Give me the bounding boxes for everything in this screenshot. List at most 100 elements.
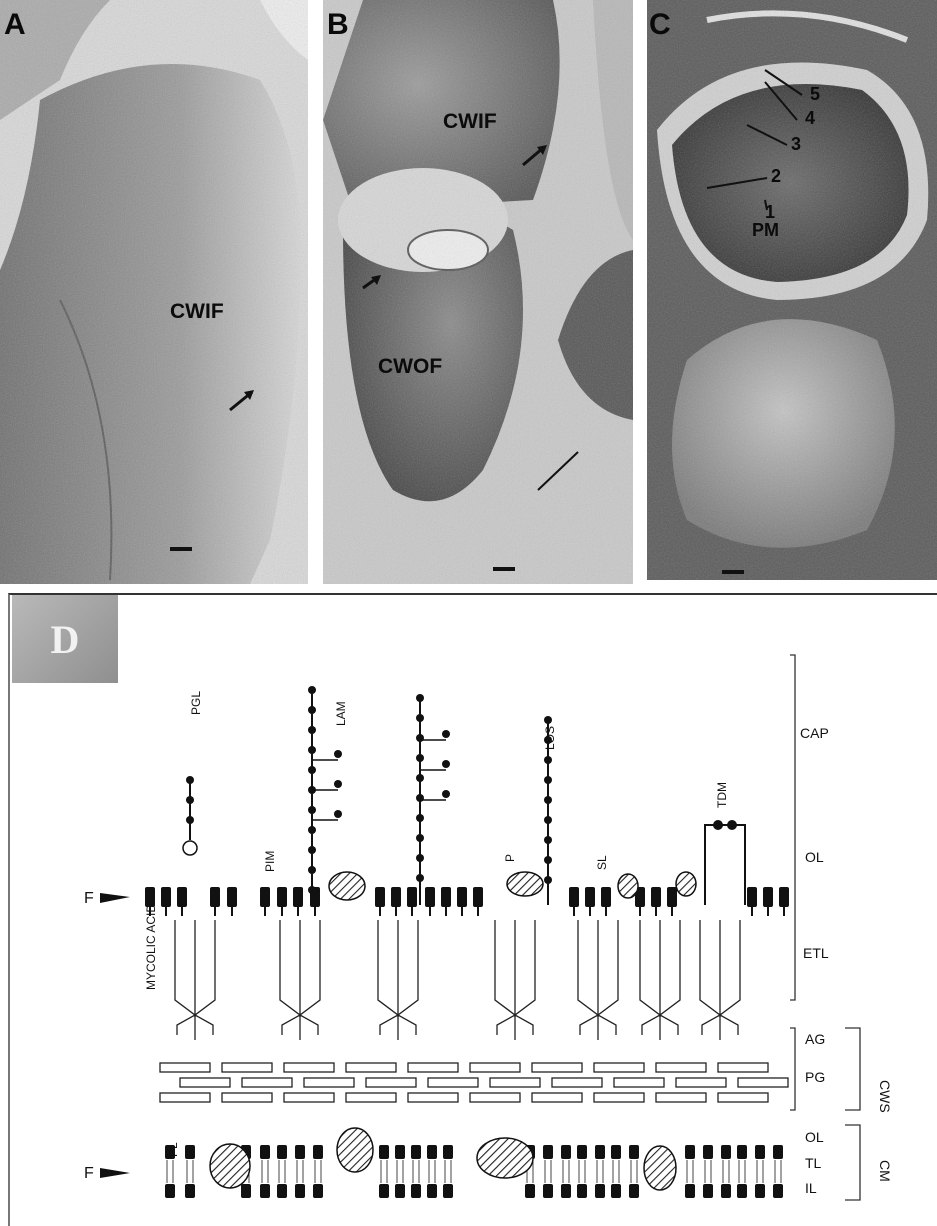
sugar-residue <box>544 856 552 864</box>
sugar-residue <box>416 694 424 702</box>
mycolic-acid-chain <box>640 920 680 1015</box>
peptidoglycan-unit <box>366 1078 416 1087</box>
sugar-residue <box>308 746 316 754</box>
label-pim: PIM <box>263 851 277 872</box>
layer-number-4: 4 <box>805 108 815 129</box>
group-label-cm: CM <box>877 1160 893 1182</box>
lipid-head <box>763 887 773 907</box>
sugar-residue <box>308 866 316 874</box>
membrane-head-outer <box>703 1145 713 1159</box>
protein-blob <box>507 872 543 896</box>
micrograph-a-image <box>0 0 308 584</box>
peptidoglycan-unit <box>552 1078 602 1087</box>
sugar-residue <box>308 846 316 854</box>
peptidoglycan-unit <box>408 1093 458 1102</box>
membrane-head-inner <box>737 1184 747 1198</box>
membrane-head-inner <box>595 1184 605 1198</box>
lipid-head <box>375 887 385 907</box>
membrane-head-inner <box>295 1184 305 1198</box>
membrane-protein <box>644 1146 676 1190</box>
membrane-head-inner <box>277 1184 287 1198</box>
membrane-head-outer <box>561 1145 571 1159</box>
cell-envelope-diagram: CAP OL ETL AG PG OL TL IL CWS CM PGL PIM… <box>0 593 937 1226</box>
micrograph-panel-a: A CWIF <box>0 0 308 584</box>
layer-number-2: 2 <box>771 166 781 187</box>
membrane-tail <box>429 1160 435 1183</box>
fracture-arrow-lower <box>100 1168 130 1178</box>
sugar-residue <box>544 756 552 764</box>
membrane-head-outer <box>737 1145 747 1159</box>
membrane-head-inner <box>755 1184 765 1198</box>
tdm-trehalose <box>713 820 723 830</box>
membrane-head-outer <box>411 1145 421 1159</box>
peptidoglycan-unit <box>594 1093 644 1102</box>
peptidoglycan-unit <box>470 1063 520 1072</box>
sugar-residue <box>416 874 424 882</box>
membrane-tail <box>262 1160 268 1183</box>
sugar-residue <box>544 816 552 824</box>
arabinogalactan-branch <box>580 1015 616 1040</box>
sugar-residue <box>544 796 552 804</box>
sugar-residue <box>186 816 194 824</box>
sugar-residue <box>308 826 316 834</box>
membrane-tail <box>705 1160 711 1183</box>
membrane-tail <box>297 1160 303 1183</box>
layer-label-pg: PG <box>805 1069 825 1085</box>
lipid-head <box>210 887 220 907</box>
layer-label-cap: CAP <box>800 725 829 741</box>
cm-bracket <box>845 1125 860 1200</box>
lipid-head <box>667 887 677 907</box>
arabinogalactan-branch <box>380 1015 416 1040</box>
mycolic-acid-chain <box>578 920 618 1015</box>
membrane-head-inner <box>561 1184 571 1198</box>
membrane-head-outer <box>379 1145 389 1159</box>
peptidoglycan-unit <box>222 1063 272 1072</box>
membrane-tail <box>187 1160 193 1183</box>
lipid-head <box>277 887 287 907</box>
lipid-head <box>260 887 270 907</box>
lipid-head <box>227 887 237 907</box>
membrane-head-outer <box>685 1145 695 1159</box>
membrane-head-outer <box>185 1145 195 1159</box>
sugar-residue <box>416 794 424 802</box>
membrane-head-inner <box>443 1184 453 1198</box>
membrane-head-inner <box>395 1184 405 1198</box>
mycolic-acid-chain <box>175 920 215 1015</box>
fracture-label-upper: F <box>84 890 94 907</box>
label-sl: SL <box>595 855 609 870</box>
fracture-arrow-upper <box>100 893 130 903</box>
membrane-head-outer <box>577 1145 587 1159</box>
lipid-head <box>779 887 789 907</box>
peptidoglycan-unit <box>738 1078 788 1087</box>
lipid-head <box>161 887 171 907</box>
membrane-head-inner <box>525 1184 535 1198</box>
glycolipid-head <box>183 841 197 855</box>
membrane-head-inner <box>185 1184 195 1198</box>
sugar-residue <box>544 836 552 844</box>
peptidoglycan-unit <box>532 1093 582 1102</box>
sugar-residue <box>308 706 316 714</box>
lipid-head <box>425 887 435 907</box>
label-p: P <box>503 854 517 862</box>
peptidoglycan-unit <box>284 1093 334 1102</box>
membrane-head-outer <box>595 1145 605 1159</box>
panel-label-c: C <box>649 8 671 42</box>
membrane-protein <box>337 1128 373 1172</box>
sugar-residue <box>308 766 316 774</box>
membrane-head-inner <box>611 1184 621 1198</box>
peptidoglycan-unit <box>676 1078 726 1087</box>
membrane-protein <box>210 1144 250 1188</box>
peptidoglycan-unit <box>656 1093 706 1102</box>
sugar-residue <box>416 714 424 722</box>
membrane-head-inner <box>629 1184 639 1198</box>
sugar-residue <box>544 716 552 724</box>
membrane-head-inner <box>411 1184 421 1198</box>
tdm-structure <box>705 825 745 905</box>
membrane-tail <box>563 1160 569 1183</box>
membrane-head-inner <box>773 1184 783 1198</box>
sugar-residue <box>186 796 194 804</box>
sugar-residue <box>308 726 316 734</box>
sugar-residue <box>186 776 194 784</box>
membrane-tail <box>579 1160 585 1183</box>
membrane-head-outer <box>395 1145 405 1159</box>
